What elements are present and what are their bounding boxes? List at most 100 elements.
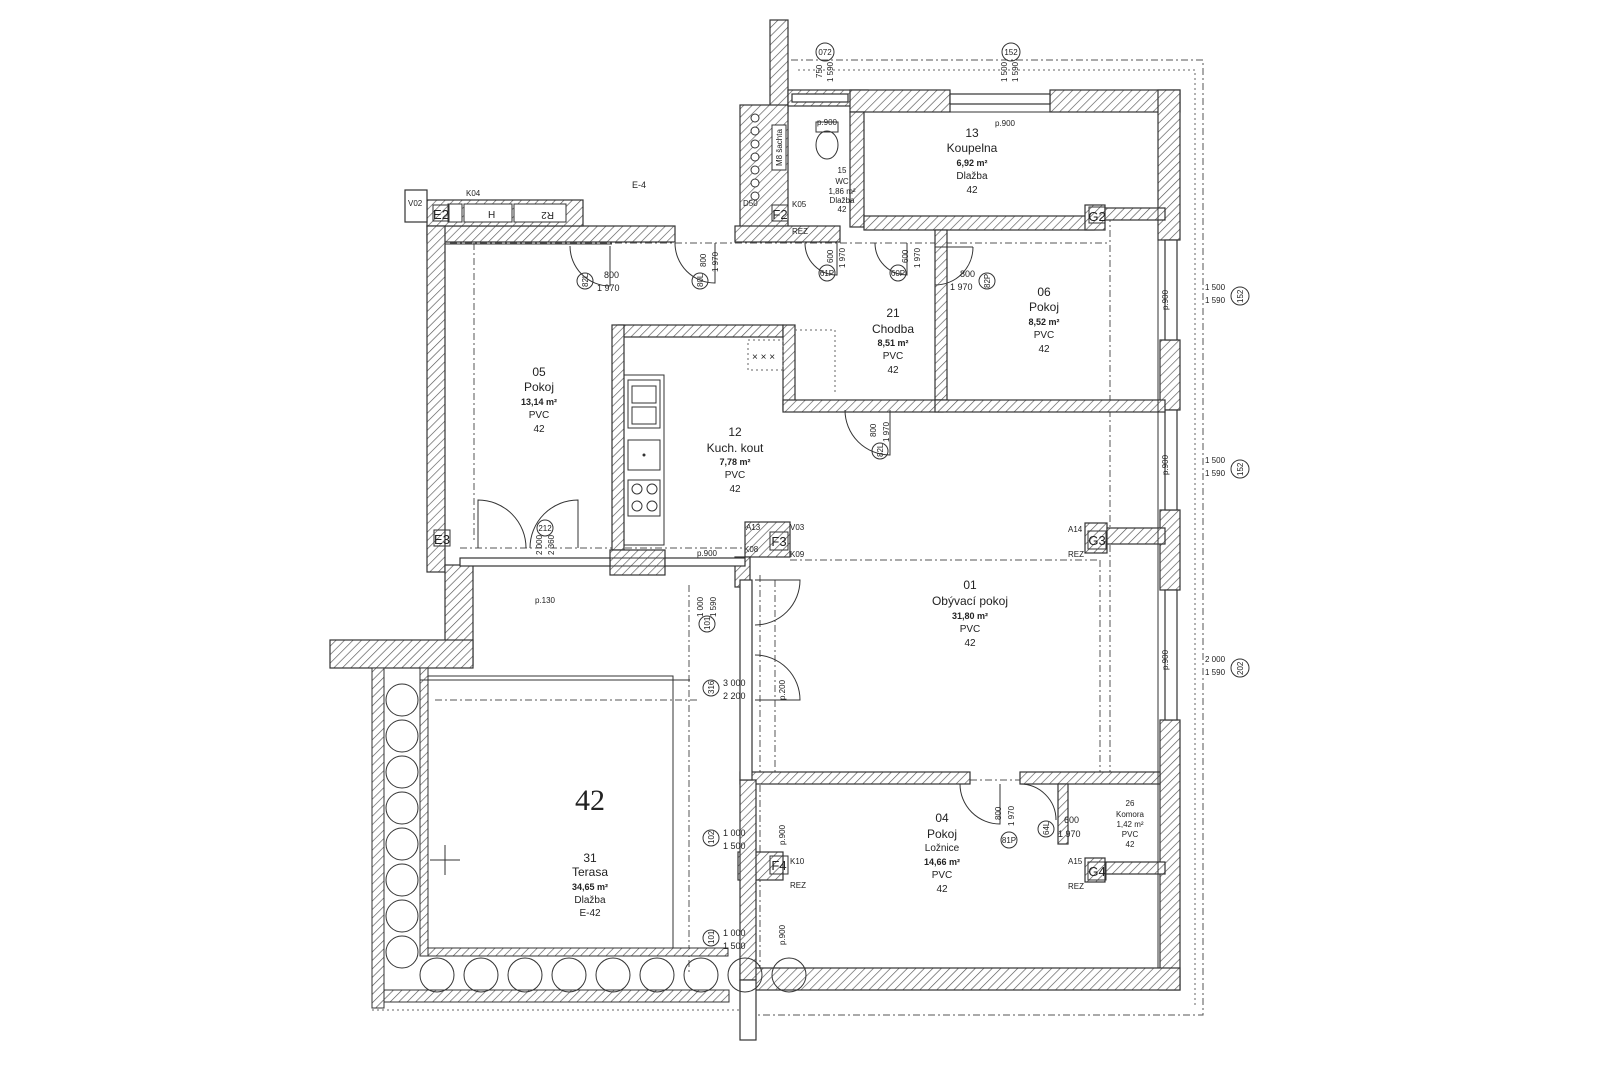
- room-21-area: 8,51 m²: [877, 338, 908, 348]
- label-rez-b: REZ: [1068, 550, 1084, 559]
- dim-1590-r3: 1 590: [1205, 668, 1226, 677]
- tag-g3: G3: [1088, 533, 1105, 548]
- planter-circle: [385, 899, 419, 933]
- planter-circle: [385, 935, 419, 969]
- shaft-mark: [750, 178, 760, 188]
- dim-2000-05: 2 000: [535, 534, 544, 555]
- room-15-floor: Dlažba: [830, 196, 855, 205]
- planter-circle: [419, 957, 455, 993]
- room-06-name: Pokoj: [1029, 300, 1059, 314]
- planter-circle: [385, 755, 419, 789]
- shaft-mark: [750, 113, 760, 123]
- room-04-area: 14,66 m²: [924, 857, 960, 867]
- room-05-area: 13,14 m²: [521, 397, 557, 407]
- room-05-num: 05: [532, 365, 546, 379]
- room-06-floor: PVC: [1034, 330, 1055, 341]
- dim-1500-r2: 1 500: [1205, 456, 1226, 465]
- planter-circle: [463, 957, 499, 993]
- planter-circle: [639, 957, 675, 993]
- room-wc: 15 WC 1,86 m² Dlažba 42: [828, 166, 855, 214]
- label-a14: A14: [1068, 525, 1083, 534]
- dim-p900-lozn-b: p.900: [778, 924, 787, 945]
- dim-p900-r1: p.900: [1161, 289, 1170, 310]
- room-12-name: Kuch. kout: [707, 441, 764, 455]
- dim-p900-bath: p.900: [995, 119, 1016, 128]
- door-82l-b: 82L: [876, 443, 885, 457]
- dim-152-r2: 152: [1236, 462, 1245, 476]
- room-12-num: 12: [728, 425, 742, 439]
- room-15-num: 15: [838, 166, 847, 175]
- tag-g2: G2: [1088, 209, 1105, 224]
- dim-600-wc: 600: [826, 249, 835, 263]
- dim-p900-r3: p.900: [1161, 649, 1170, 670]
- room-terasa-code: E-42: [579, 908, 601, 919]
- room-chodba: 21 Chodba 8,51 m² PVC 42: [872, 306, 914, 376]
- room-13-code: 42: [966, 185, 978, 196]
- room-26-floor: PVC: [1122, 830, 1139, 839]
- planter-row: [419, 957, 807, 993]
- room-15-code: 42: [838, 205, 847, 214]
- doors: [477, 242, 1057, 825]
- dim-202-r3: 202: [1236, 661, 1245, 675]
- room-terasa: 42 31 Terasa 34,65 m² Dlažba E-42: [572, 784, 608, 919]
- dim-800-05: 800: [604, 270, 619, 280]
- room-pokoj-05: 05 Pokoj 13,14 m² PVC 42: [521, 365, 557, 435]
- door-102: 102: [707, 830, 716, 844]
- room-loznice: 04 Pokoj Ložnice 14,66 m² PVC 42: [924, 811, 960, 895]
- room-01-floor: PVC: [960, 624, 981, 635]
- dim-1500-top: 1 500: [1000, 61, 1009, 82]
- door-82l: 82L: [581, 273, 590, 287]
- room-terasa-big: 42: [575, 784, 605, 817]
- label-rez-a: REZ: [792, 227, 808, 236]
- room-12-code: 42: [729, 484, 741, 495]
- shaft-mark: [750, 126, 760, 136]
- planter-circle: [507, 957, 543, 993]
- dim-1590-101: 1 590: [709, 596, 718, 617]
- dim-152-r1: 152: [1236, 289, 1245, 303]
- shaft-mark: [750, 139, 760, 149]
- dim-750: 750: [815, 64, 824, 78]
- door-82p: 82P: [983, 274, 992, 288]
- room-terasa-name: Terasa: [572, 865, 608, 879]
- dim-600-kom: 600: [1064, 815, 1079, 825]
- room-01-name: Obývací pokoj: [932, 594, 1008, 608]
- label-rez-c: REZ: [1068, 882, 1084, 891]
- room-04-sub: Ložnice: [925, 843, 960, 854]
- dim-1590-a: 1 590: [826, 61, 835, 82]
- room-01-code: 42: [964, 638, 976, 649]
- shaft-fixtures: [750, 113, 787, 201]
- planter-circle: [385, 683, 419, 717]
- dim-1970-bath: 1 970: [913, 247, 922, 268]
- room-26-area: 1,42 m²: [1116, 820, 1143, 829]
- shaft-mark: [750, 191, 760, 201]
- label-shaft: M8 šachta: [775, 129, 784, 166]
- dim-1500-101b: 1 500: [723, 941, 746, 951]
- dim-1000-102: 1 000: [723, 828, 746, 838]
- dim-2000-r3: 2 000: [1205, 655, 1226, 664]
- door-61p: 61P: [820, 269, 834, 278]
- room-05-floor: PVC: [529, 410, 550, 421]
- door-60p: 60P: [891, 269, 905, 278]
- room-pokoj-06: 06 Pokoj 8,52 m² PVC 42: [1028, 285, 1059, 355]
- room-koupelna: 13 Koupelna 6,92 m² Dlažba 42: [947, 126, 998, 196]
- door-212: 212: [538, 524, 552, 533]
- door-80l: 80L: [696, 273, 705, 287]
- small-labels: K04 V02 H R2 D50 K05 REZ M8 šachta A13 V…: [408, 129, 1084, 891]
- dim-072: 072: [818, 48, 832, 57]
- room-12-floor: PVC: [725, 470, 746, 481]
- room-terasa-area: 34,65 m²: [572, 882, 608, 892]
- dim-1000-101: 1 000: [696, 596, 705, 617]
- wall-lines: [444, 111, 1159, 969]
- grid-tags: E2 E3 F2 F3 F4 G2 G3 G4 E-4: [432, 180, 1107, 881]
- dim-800-06: 800: [960, 269, 975, 279]
- room-terasa-num: 31: [583, 851, 597, 865]
- toilet: [815, 121, 839, 160]
- dim-800-04: 800: [994, 806, 1003, 820]
- dim-1970-chodba: 1 970: [882, 421, 891, 442]
- dim-152-top: 152: [1004, 48, 1018, 57]
- tag-f4: F4: [771, 858, 786, 873]
- dim-1970-kom: 1 970: [1058, 829, 1081, 839]
- room-21-floor: PVC: [883, 351, 904, 362]
- room-12-area: 7,78 m²: [719, 457, 750, 467]
- dim-1970-05: 1 970: [597, 283, 620, 293]
